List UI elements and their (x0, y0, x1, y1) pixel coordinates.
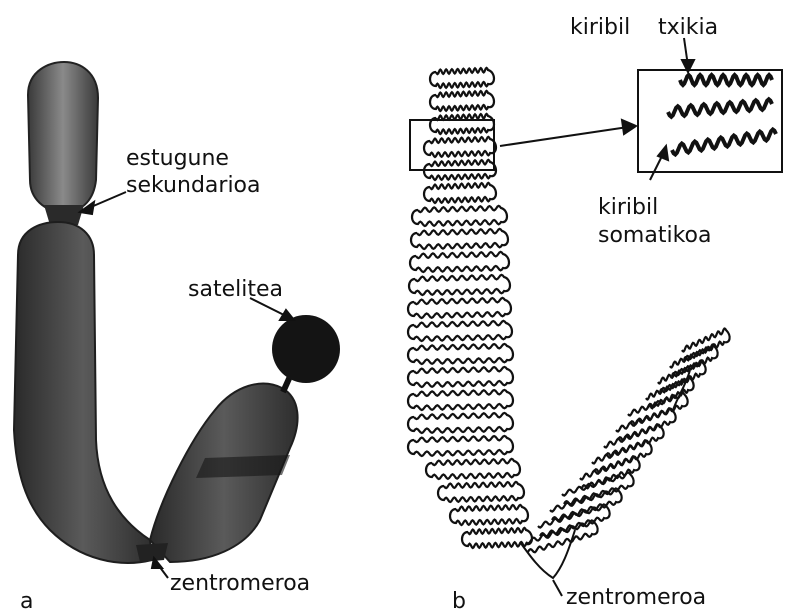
coil-loop (426, 459, 520, 479)
long-arm (14, 222, 152, 563)
coil-loop (450, 505, 528, 525)
coil-loop (412, 206, 507, 226)
arrow-centromere-b (553, 580, 562, 596)
centromere-a-pinch (136, 543, 168, 562)
label-secondary-constriction-2: sekundarioa (126, 173, 261, 198)
coil-loop (408, 321, 512, 341)
coil-loop (408, 390, 513, 410)
coil-loop (424, 183, 496, 203)
coil-loop (430, 68, 494, 88)
label-kiribil-txikia-w2: txikia (658, 15, 718, 40)
coil-short-arm (526, 329, 730, 553)
panel-letter-a: a (20, 589, 33, 610)
zoom-box-small (410, 120, 494, 170)
coil-loop (430, 91, 494, 111)
coil-loop (526, 521, 598, 553)
coil-loop (410, 252, 509, 272)
coil-loop (411, 229, 508, 249)
coil-loop (408, 367, 513, 387)
satellite (272, 315, 340, 383)
coil-loop (550, 489, 622, 521)
coil-loop (408, 298, 511, 318)
coil-long-arm (408, 68, 532, 548)
label-kiribil-somatikoa-1: kiribil (598, 195, 658, 220)
label-centromere-a: zentromeroa (170, 571, 310, 596)
label-centromere-b: zentromeroa (566, 585, 706, 610)
panel-a-chromosome: estugune sekundarioa satelitea zentromer… (14, 62, 340, 610)
coil-loop (562, 473, 634, 505)
arrow-kiribil-txikia (682, 38, 694, 72)
coil-loop (408, 413, 513, 433)
coil-loop (408, 344, 513, 364)
coil-loop (408, 436, 513, 456)
label-kiribil-somatikoa-2: somatikoa (598, 223, 711, 248)
coil-loop (409, 275, 510, 295)
coil-loop (438, 482, 524, 502)
short-arm-band (196, 455, 290, 478)
label-satellite: satelitea (188, 277, 283, 302)
zoom-arrow (500, 120, 636, 146)
upper-arm-tip (28, 62, 98, 212)
panel-letter-b: b (452, 589, 466, 610)
arrow-centromere-a (152, 558, 168, 578)
panel-b-coil: kiribil txikia kiribil somatikoa zentrom… (408, 15, 782, 610)
label-secondary-constriction-1: estugune (126, 146, 229, 171)
coil-loop (682, 329, 730, 361)
label-kiribil-txikia-w1: kiribil (570, 15, 630, 40)
coil-loop (424, 137, 496, 157)
coil-loop (430, 114, 494, 134)
